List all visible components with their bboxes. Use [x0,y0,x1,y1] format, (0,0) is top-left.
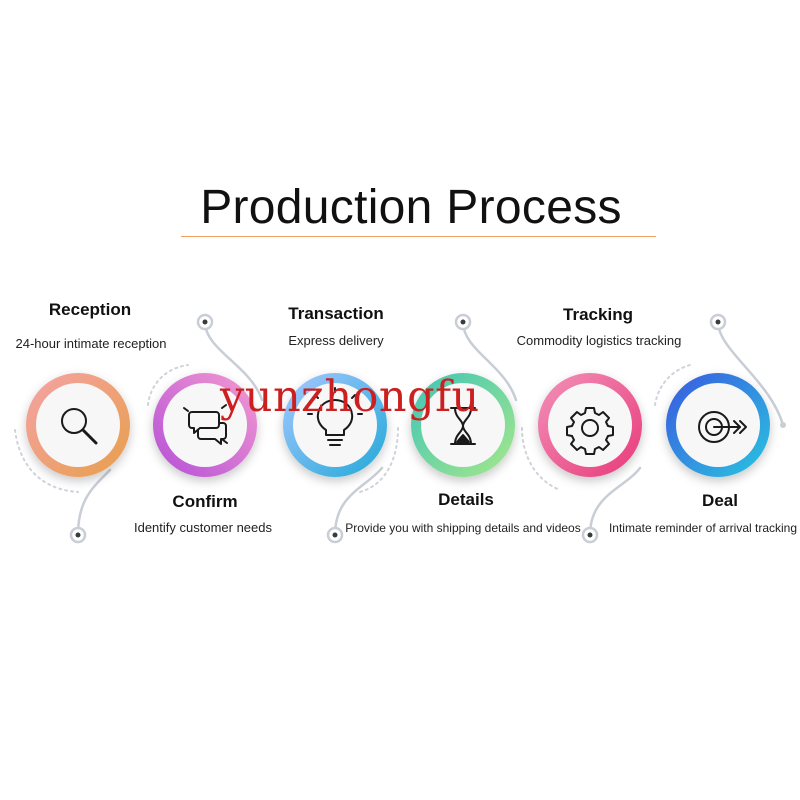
hourglass-icon [450,407,476,445]
step-title-deal: Deal [702,491,738,510]
connector-dots [69,313,786,544]
connector-lines [76,320,785,537]
step-desc-tracking: Commodity logistics tracking [516,333,682,348]
step-title-details: Details [438,490,494,509]
step-circle-reception [26,373,130,477]
step-title-reception: Reception [48,300,132,319]
title-underline [181,236,656,237]
dotted-arcs [14,364,691,493]
target-icon [698,411,747,443]
step-desc-deal: Intimate reminder of arrival tracking [608,521,798,535]
step-title-tracking: Tracking [563,305,633,324]
step-title-confirm: Confirm [172,492,238,511]
magnifier-icon [61,408,98,445]
lightbulb-icon [307,387,363,446]
step-title-transaction: Transaction [288,304,384,323]
gear-icon [566,407,614,455]
step-desc-transaction: Express delivery [288,333,384,348]
step-desc-reception: 24-hour intimate reception [15,336,167,351]
step-desc-details: Provide you with shipping details and vi… [345,521,581,535]
page-title: Production Process [200,181,622,234]
step-desc-confirm: Identify customer needs [133,520,273,535]
chat-bubbles-icon [183,404,228,445]
step-circle-deal [666,373,770,477]
watermark-text: yunzhongfu [220,372,480,422]
step-circle-confirm [153,373,257,477]
step-circle-transaction [283,373,387,477]
step-circle-tracking [538,373,642,477]
